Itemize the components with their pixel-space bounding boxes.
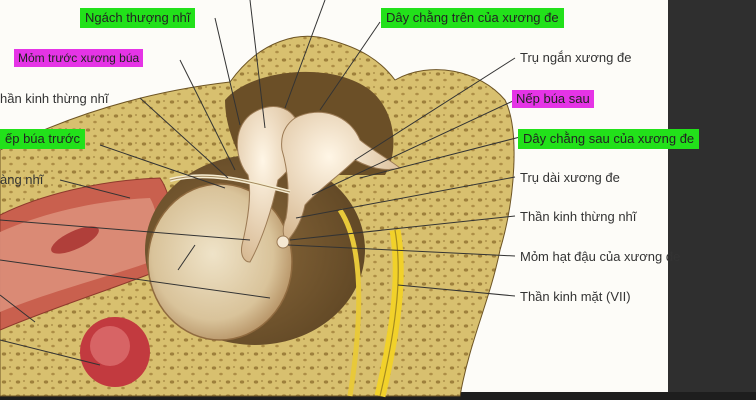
label-mom-truoc-xuong-bua: Mỏm trước xương búa: [14, 49, 144, 67]
label-mom-hat-dau: Mỏm hạt đậu của xương đe: [520, 249, 681, 264]
label-day-chang-tren: Dây chằng trên của xương đe: [381, 8, 564, 28]
label-nep-bua-truoc: ếp búa trước: [0, 129, 86, 149]
label-mang-nhi: àng nhĩ: [0, 172, 44, 187]
facial-nerve-branch: [337, 208, 362, 397]
label-day-chang-sau: Dây chằng sau của xương đe: [518, 129, 700, 149]
leader-lines: [0, 0, 521, 366]
label-ngach-thuong-nhi: Ngách thượng nhĩ: [80, 8, 196, 28]
label-tru-dai-xuong-de: Trụ dài xương đe: [520, 170, 620, 185]
label-nep-bua-sau: Nếp búa sau: [512, 90, 594, 108]
label-than-kinh-mat: Thần kinh mặt (VII): [520, 289, 631, 304]
lenticular-process: [276, 235, 290, 249]
label-than-kinh-thung-nhi-left: hần kinh thừng nhĩ: [0, 91, 109, 106]
incus: [281, 111, 402, 241]
chorda-canal-red: [51, 226, 99, 254]
right-dark-margin: [668, 0, 756, 400]
label-tru-ngan-xuong-de: Trụ ngắn xương đe: [520, 50, 632, 65]
label-than-kinh-thung-nhi-right: Thần kinh thừng nhĩ: [520, 209, 637, 224]
ear-canal-lining: [0, 198, 158, 312]
